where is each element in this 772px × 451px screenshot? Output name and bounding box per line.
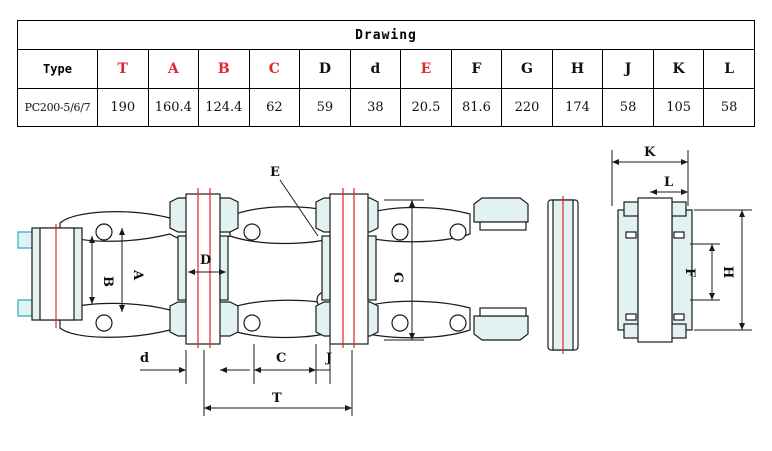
label-l: L: [664, 175, 673, 190]
value-a: 160.4: [147, 88, 200, 127]
value-k: 105: [652, 88, 705, 127]
label-c: C: [276, 351, 286, 366]
col-header-b: B: [198, 49, 250, 89]
value-l: 58: [703, 88, 755, 127]
col-header-a: A: [147, 49, 200, 89]
col-header-e: E: [400, 49, 452, 89]
label-b: B: [100, 276, 115, 287]
chain-link-drawing: E B A D G d C J T K L F H: [17, 145, 752, 416]
label-f: F: [682, 268, 697, 278]
label-k: K: [644, 145, 656, 160]
col-header-f: F: [450, 49, 503, 89]
value-f: 81.6: [450, 88, 503, 127]
col-header-j: J: [602, 49, 654, 89]
side-view: [17, 193, 579, 351]
table-title: Drawing: [17, 20, 755, 50]
header-row: Type T A B C D d E F G H J K L: [17, 49, 755, 89]
right-end-lugs: [473, 197, 529, 341]
value-d-small: 38: [349, 88, 402, 127]
value-d: 59: [299, 88, 351, 127]
value-e: 20.5: [400, 88, 452, 127]
label-d-small: d: [140, 351, 149, 366]
col-header-t: T: [97, 49, 149, 89]
left-end-bracket: [17, 227, 83, 321]
dimension-labels: E B A D G d C J T K L F H: [100, 145, 735, 406]
label-j: J: [325, 351, 332, 366]
value-b: 124.4: [198, 88, 250, 127]
type-value: PC200-5/6/7: [17, 88, 98, 127]
end-view: [617, 197, 693, 343]
label-d: D: [200, 253, 211, 268]
value-t: 190: [97, 88, 149, 127]
value-g: 220: [501, 88, 553, 127]
table-row: PC200-5/6/7 190 160.4 124.4 62 59 38 20.…: [17, 88, 755, 127]
pin-bushing-2: [315, 193, 379, 345]
col-header-h: H: [551, 49, 604, 89]
pin-bushing-1: [169, 193, 239, 345]
label-a: A: [130, 269, 145, 281]
type-header: Type: [17, 49, 98, 89]
col-header-d-small: d: [349, 49, 402, 89]
spec-table: Drawing Type T A B C D d E F G H J K L P…: [17, 20, 755, 127]
dimension-lines: [89, 150, 752, 416]
col-header-d: D: [299, 49, 351, 89]
value-j: 58: [602, 88, 654, 127]
col-header-g: G: [501, 49, 553, 89]
value-c: 62: [248, 88, 301, 127]
value-h: 174: [551, 88, 604, 127]
col-header-k: K: [652, 49, 705, 89]
col-header-l: L: [703, 49, 755, 89]
col-header-c: C: [248, 49, 301, 89]
label-h: H: [720, 266, 735, 278]
label-e: E: [270, 165, 280, 180]
label-t: T: [272, 391, 282, 406]
label-g: G: [390, 272, 405, 283]
